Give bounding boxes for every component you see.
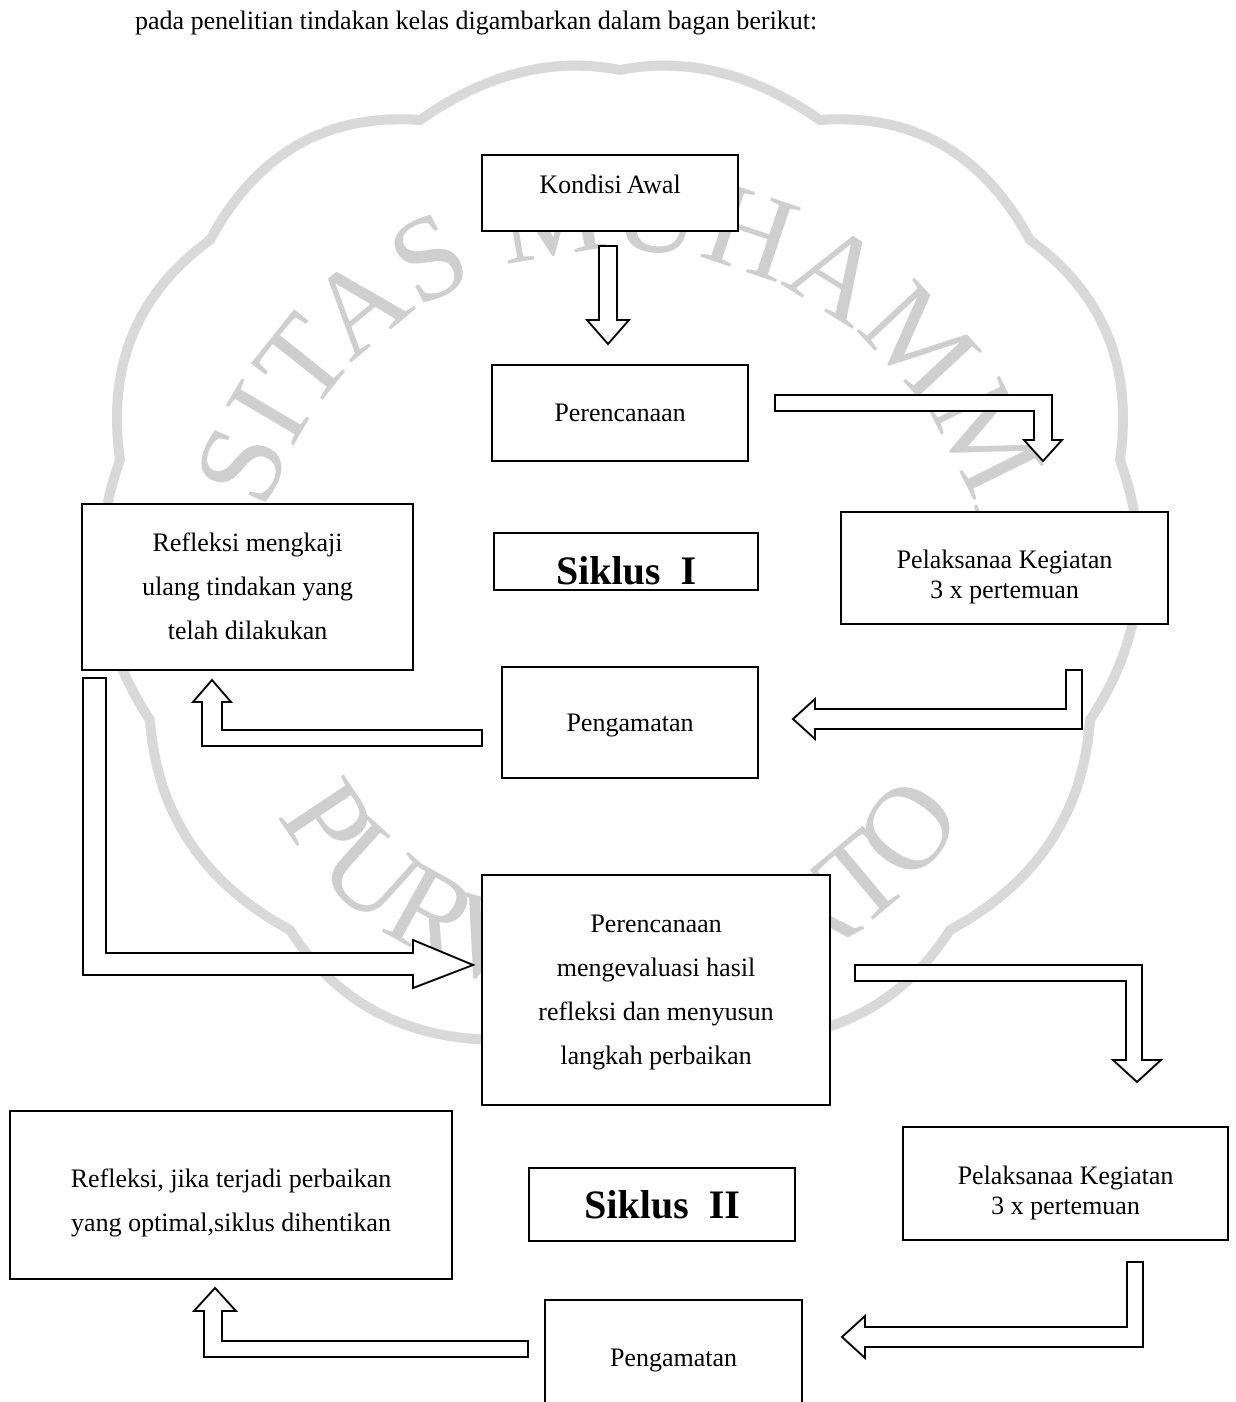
pelaksanaan-1-line-2: 3 x pertemuan	[930, 575, 1079, 604]
node-pelaksanaan-1: Pelaksanaa Kegiatan 3 x pertemuan	[840, 511, 1169, 625]
refleksi-1-line-2: ulang tindakan yang	[142, 572, 353, 601]
arrow-pelaksanaan-1-to-pengamatan-1	[791, 669, 1083, 742]
node-perencanaan-1: Perencanaan	[491, 364, 749, 462]
refleksi-1-line-1: Refleksi mengkaji	[152, 528, 343, 557]
perencanaan-2-line-3: refleksi dan menyusun	[538, 997, 774, 1026]
arrow-kondisi-to-perencanaan	[584, 245, 632, 346]
perencanaan-2-line-4: langkah perbaikan	[560, 1041, 752, 1070]
node-pengamatan-2: Pengamatan	[544, 1299, 803, 1402]
perencanaan-2-line-1: Perencanaan	[590, 909, 722, 938]
node-refleksi-1: Refleksi mengkaji ulang tindakan yang te…	[81, 503, 414, 671]
node-pengamatan-2-label: Pengamatan	[609, 1343, 738, 1372]
pelaksanaan-2-line-1: Pelaksanaa Kegiatan	[957, 1160, 1174, 1190]
pelaksanaan-1-line-1: Pelaksanaa Kegiatan	[896, 545, 1113, 575]
pelaksanaan-2-line-2: 3 x pertemuan	[991, 1190, 1140, 1220]
node-refleksi-2: Refleksi, jika terjadi perbaikan yang op…	[9, 1110, 453, 1280]
refleksi-2-line-1: Refleksi, jika terjadi perbaikan	[70, 1164, 392, 1193]
node-pengamatan-1-label: Pengamatan	[566, 707, 694, 737]
arrow-perencanaan-2-to-pelaksanaan-2	[854, 964, 1164, 1084]
node-pengamatan-1: Pengamatan	[501, 666, 759, 779]
arrow-pelaksanaan-2-to-pengamatan-2	[840, 1261, 1144, 1361]
arrow-perencanaan-to-pelaksanaan-1	[774, 394, 1065, 463]
node-perencanaan-2: Perencanaan mengevaluasi hasil refleksi …	[481, 874, 831, 1106]
cycle-1-label: Siklus I	[555, 548, 697, 591]
perencanaan-2-line-2: mengevaluasi hasil	[556, 953, 756, 982]
refleksi-1-line-3: telah dilakukan	[167, 616, 328, 645]
cycle-2-label-box: Siklus II	[528, 1167, 796, 1242]
node-kondisi-awal: Kondisi Awal	[481, 154, 739, 232]
cycle-2-label: Siklus II	[584, 1181, 740, 1227]
intro-text: pada penelitian tindakan kelas digambark…	[135, 6, 818, 35]
arrow-pengamatan-1-to-refleksi-1	[190, 678, 483, 747]
arrow-pengamatan-2-to-refleksi-2	[191, 1286, 529, 1358]
refleksi-2-line-2: yang optimal,siklus dihentikan	[71, 1208, 391, 1237]
node-pelaksanaan-2: Pelaksanaa Kegiatan 3 x pertemuan	[902, 1126, 1229, 1241]
node-kondisi-awal-label: Kondisi Awal	[539, 170, 681, 199]
node-perencanaan-1-label: Perencanaan	[554, 398, 686, 428]
cycle-1-label-box: Siklus I	[493, 532, 759, 591]
arrow-refleksi-1-to-perencanaan-2	[82, 677, 476, 990]
